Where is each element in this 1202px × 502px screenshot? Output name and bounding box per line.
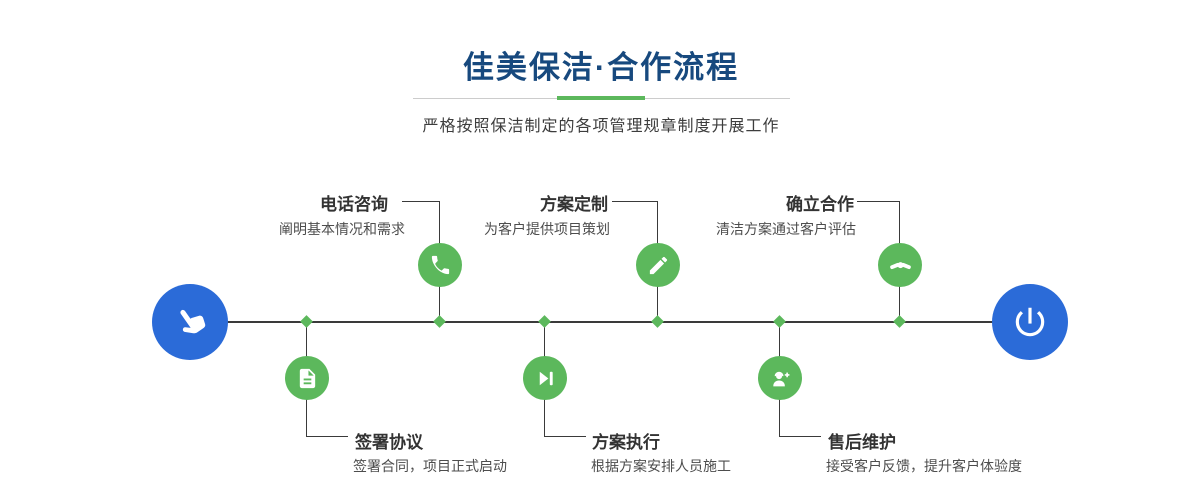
- hand-pointer-icon: [164, 296, 217, 349]
- step-desc-plan-customize: 为客户提供项目策划: [484, 221, 610, 237]
- step-title-after-sales: 售后维护: [828, 433, 896, 452]
- step-node-phone-consult: [418, 243, 462, 287]
- step-node-establish-cooperation: [878, 243, 922, 287]
- timeline-start-node: [152, 284, 228, 360]
- timeline-junction-diamond: [893, 315, 906, 328]
- timeline-junction-diamond: [651, 315, 664, 328]
- step-node-sign-agreement: [285, 356, 329, 400]
- timeline-junction-diamond: [433, 315, 446, 328]
- phone-icon: [429, 254, 452, 277]
- connector-line: [857, 201, 900, 202]
- timeline-junction-diamond: [300, 315, 313, 328]
- handshake-icon: [889, 254, 912, 277]
- step-title-plan-customize: 方案定制: [540, 195, 608, 214]
- step-title-plan-execute: 方案执行: [592, 433, 660, 452]
- step-title-establish-cooperation: 确立合作: [786, 195, 854, 214]
- step-node-after-sales: [758, 356, 802, 400]
- step-desc-after-sales: 接受客户反馈，提升客户体验度: [826, 458, 1022, 474]
- timeline-junction-diamond: [773, 315, 786, 328]
- play-icon: [534, 367, 557, 390]
- page-title: 佳美保洁·合作流程: [462, 50, 740, 85]
- document-pen-icon: [296, 367, 319, 390]
- connector-line: [612, 201, 658, 202]
- connector-line: [545, 436, 586, 437]
- power-icon: [1011, 303, 1049, 341]
- title-divider-accent: [557, 96, 645, 100]
- connector-line: [307, 436, 348, 437]
- timeline-main-line: [196, 321, 1024, 323]
- step-desc-plan-execute: 根据方案安排人员施工: [591, 458, 731, 474]
- page-subtitle: 严格按照保洁制定的各项管理规章制度开展工作: [422, 118, 780, 135]
- timeline-end-node: [992, 284, 1068, 360]
- step-desc-sign-agreement: 签署合同，项目正式启动: [353, 458, 507, 474]
- connector-line: [402, 201, 440, 202]
- timeline-junction-diamond: [538, 315, 551, 328]
- connector-line: [780, 436, 821, 437]
- step-title-phone-consult: 电话咨询: [320, 195, 388, 214]
- step-node-plan-customize: [636, 243, 680, 287]
- support-agent-icon: [769, 367, 792, 390]
- step-title-sign-agreement: 签署协议: [355, 433, 423, 452]
- step-desc-phone-consult: 阐明基本情况和需求: [279, 221, 405, 237]
- step-node-plan-execute: [523, 356, 567, 400]
- design-tools-icon: [647, 254, 670, 277]
- step-desc-establish-cooperation: 清洁方案通过客户评估: [716, 221, 856, 237]
